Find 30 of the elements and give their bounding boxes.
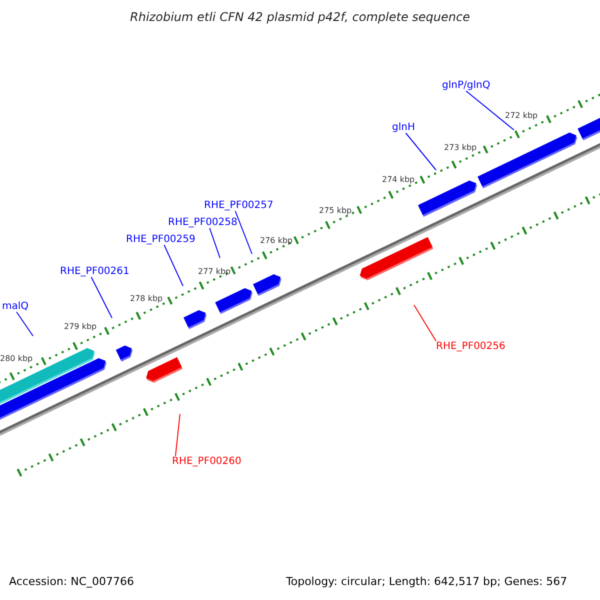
leader-line [16,312,34,336]
gene-label: RHE_PF00256 [436,341,506,352]
tick-label: 274 kbp [382,175,415,184]
leader-line [209,228,220,258]
tick-label: 277 kbp [198,267,231,276]
tick-label: 280 kbp [0,354,33,363]
genome-summary-note: Topology: circular; Length: 642,517 bp; Genes: 567 [286,575,568,588]
tick-label: 276 kbp [260,236,293,245]
gene-label: glnP/glnQ [442,80,490,91]
tick-label: 279 kbp [64,322,97,331]
gene-label: RHE_PF00261 [60,266,130,277]
accession-note: Accession: NC_007766 [9,575,134,588]
gene-label: RHE_PF00258 [168,217,238,228]
leader-line [414,304,436,342]
gene-label: glnH [392,122,415,133]
leader-line [174,414,180,456]
leader-line [90,276,112,318]
tick-label: 272 kbp [505,111,538,120]
gene-label: malQ [2,301,29,312]
leader-line [405,132,436,170]
map-title: Rhizobium etli CFN 42 plasmid p42f, complete sequence [129,10,471,24]
gene-label: RHE_PF00257 [204,200,274,211]
gene-label: RHE_PF00259 [126,234,196,245]
leader-line [234,210,252,254]
leader-line [466,90,514,130]
gene-label: RHE_PF00260 [172,456,242,467]
leader-line [164,244,184,286]
tick-label: 275 kbp [319,206,352,215]
tick-label: 278 kbp [130,294,163,303]
tick-label: 273 kbp [444,143,477,152]
